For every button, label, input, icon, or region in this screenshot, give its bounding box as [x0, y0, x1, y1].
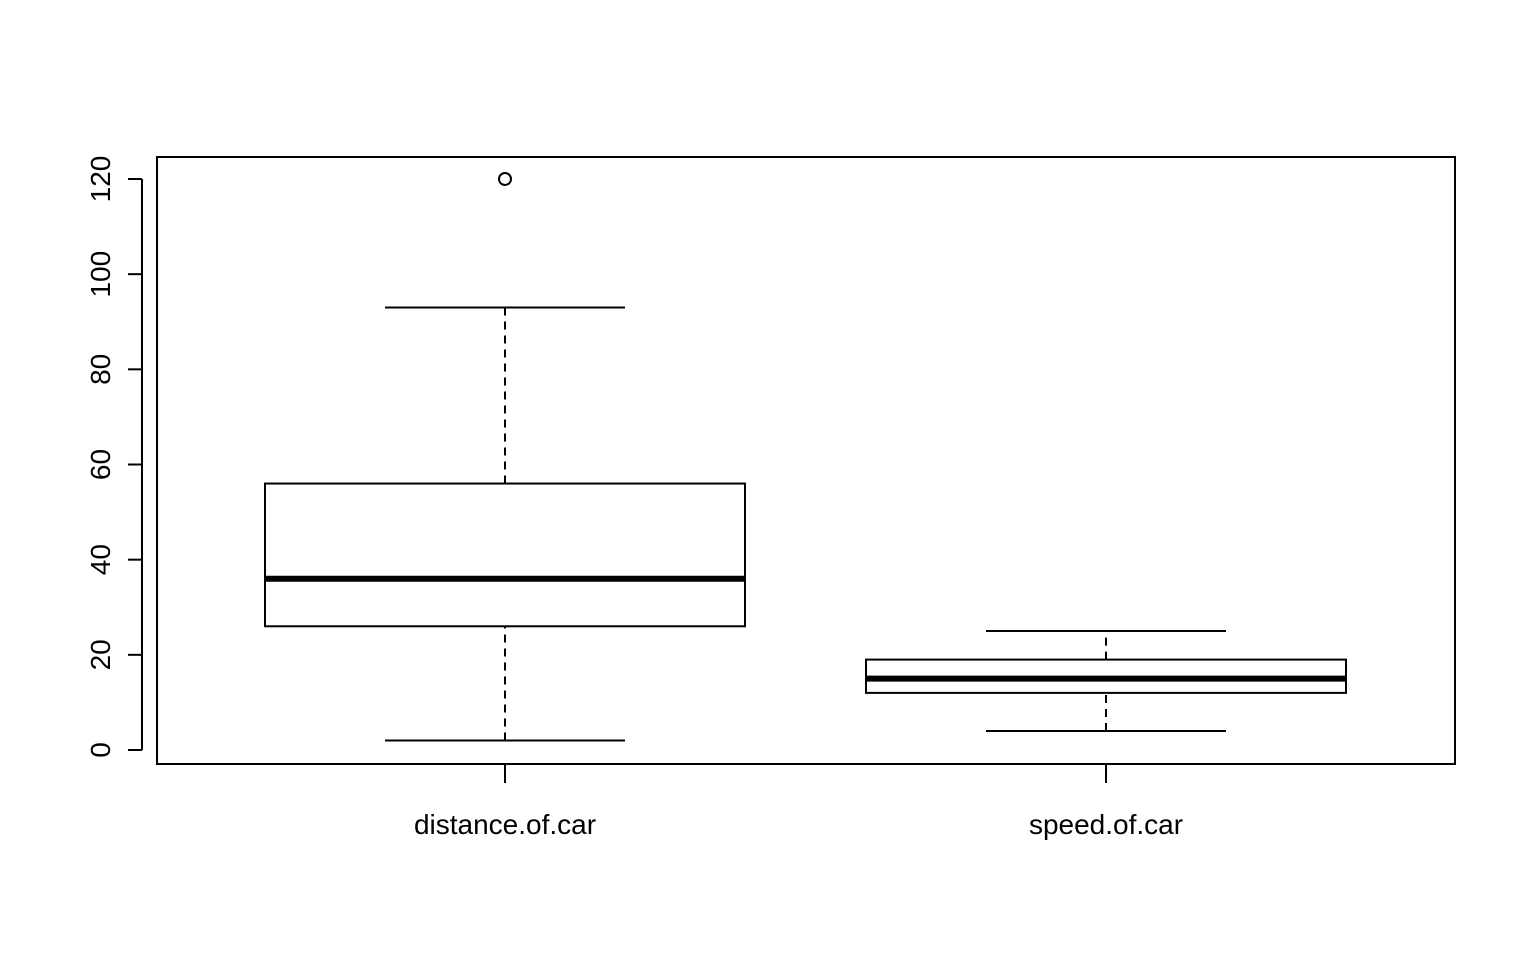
x-tick-label: distance.of.car	[414, 809, 596, 840]
box-group-distance-of-car	[264, 172, 746, 742]
y-axis: 0 20 40 60 80 100 120	[85, 156, 143, 758]
y-tick-label: 100	[85, 251, 116, 298]
iqr-box	[264, 482, 746, 628]
x-tick-label: speed.of.car	[1029, 809, 1183, 840]
y-tick-label: 40	[85, 544, 116, 575]
plot-frame	[156, 156, 1456, 765]
y-tick-label: 20	[85, 639, 116, 670]
x-axis: distance.of.car speed.of.car	[414, 764, 1183, 840]
y-tick-label: 60	[85, 449, 116, 480]
boxes-layer	[264, 172, 1347, 742]
y-tick-label: 80	[85, 354, 116, 385]
outlier-point	[498, 172, 512, 186]
y-tick-label: 0	[85, 742, 116, 758]
box-group-speed-of-car	[865, 630, 1347, 732]
y-tick-label: 120	[85, 156, 116, 203]
